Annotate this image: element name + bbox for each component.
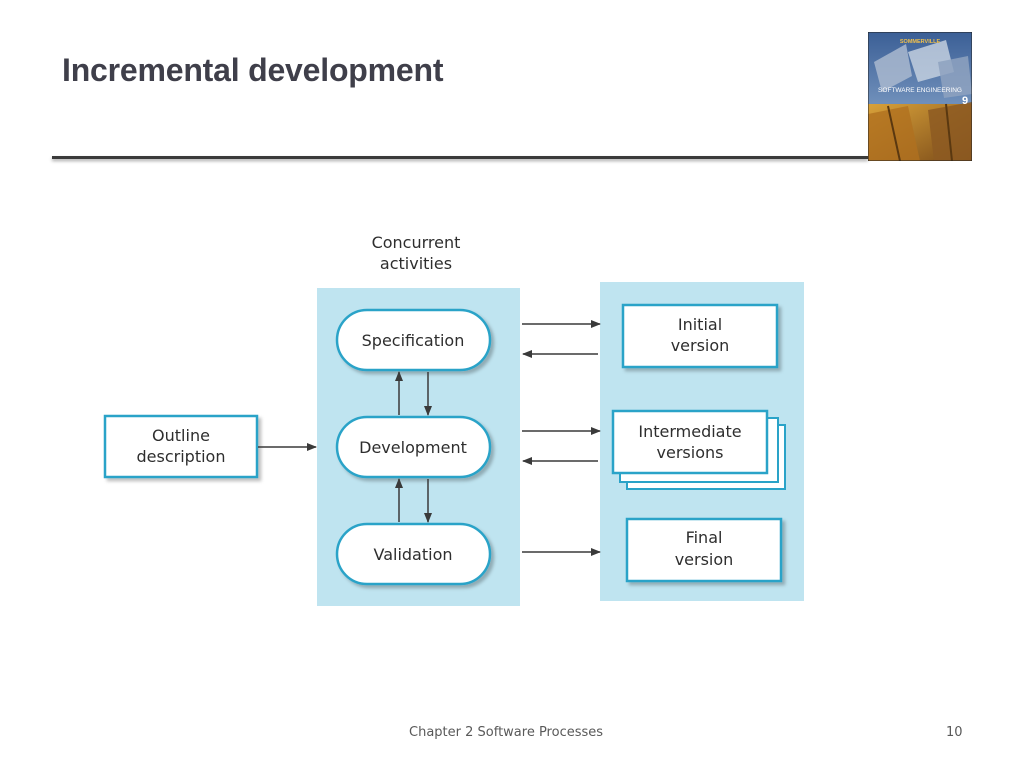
outline-description-box: Outline description <box>103 414 259 479</box>
intermediate-versions-line1: Intermediate <box>638 422 741 441</box>
initial-version-box: Initial version <box>621 303 779 369</box>
final-version-box: Final version <box>625 517 783 583</box>
outline-description-line2: description <box>137 447 226 466</box>
book-cover-title: SOFTWARE ENGINEERING <box>878 87 962 94</box>
title-divider <box>52 156 868 159</box>
validation-activity: Validation <box>335 522 492 586</box>
development-label: Development <box>359 438 467 457</box>
intermediate-versions-line2: versions <box>657 443 724 462</box>
final-version-line1: Final <box>686 528 723 547</box>
validation-label: Validation <box>373 545 452 564</box>
concurrent-activities-label-line1: Concurrent <box>372 233 461 252</box>
book-cover-author: SOMMERVILLE <box>900 39 941 45</box>
initial-version-line1: Initial <box>678 315 722 334</box>
specification-activity: Specification <box>335 308 492 372</box>
development-activity: Development <box>335 415 492 479</box>
initial-version-line2: version <box>671 336 730 355</box>
final-version-line2: version <box>675 550 734 569</box>
book-cover-art: SOMMERVILLE SOFTWARE ENGINEERING 9 <box>868 32 972 161</box>
specification-label: Specification <box>362 331 465 350</box>
intermediate-versions-front-sheet <box>611 409 769 475</box>
intermediate-versions-stack: Intermediate versions <box>611 409 786 490</box>
book-cover: SOMMERVILLE SOFTWARE ENGINEERING 9 <box>868 32 972 161</box>
concurrent-activities-label-line2: activities <box>380 254 452 273</box>
footer-chapter-label: Chapter 2 Software Processes <box>409 725 604 740</box>
slide-title: Incremental development <box>62 52 444 88</box>
book-cover-edition: 9 <box>962 95 968 107</box>
outline-description-line1: Outline <box>152 426 210 445</box>
page-number: 10 <box>946 725 963 740</box>
